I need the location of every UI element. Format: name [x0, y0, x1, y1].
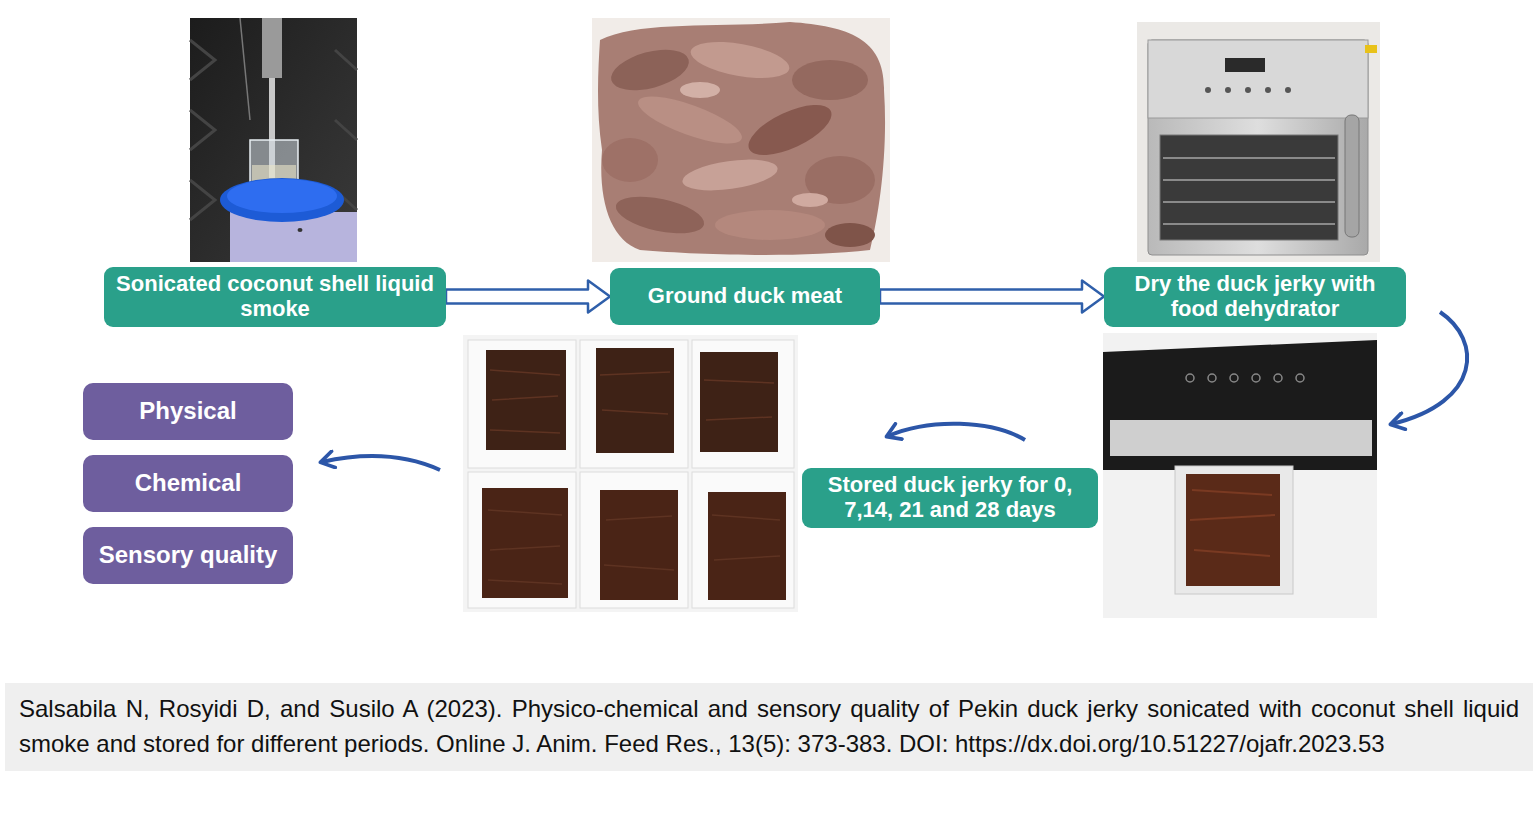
jerky-photo [692, 472, 794, 608]
sonicator-photo [220, 178, 344, 222]
jerky-photo [692, 340, 794, 468]
analysis-box: Chemical [83, 455, 293, 512]
vacuum-sealer-photo [1230, 374, 1238, 382]
sonicator-photo [190, 18, 357, 262]
jerky-photo [482, 488, 568, 598]
vacuum-sealer-photo [1103, 333, 1377, 618]
dehydrator-photo [1285, 87, 1291, 93]
dehydrator-photo [1148, 40, 1368, 255]
dehydrator-photo [1205, 87, 1211, 93]
dehydrator-photo [1137, 22, 1380, 262]
flow-arrow [322, 456, 440, 470]
jerky-photo [708, 492, 786, 600]
vacuum-sealer-photo [1186, 474, 1280, 586]
dehydrator-photo [1137, 22, 1380, 262]
meat-photo [592, 18, 890, 262]
jerky-photo [712, 515, 780, 560]
meat-photo [825, 223, 875, 247]
jerky-photo [468, 340, 794, 608]
jerky-photo [486, 350, 566, 450]
jerky-photo [463, 335, 798, 612]
dehydrator-photo [1148, 40, 1368, 118]
vacuum-sealer-photo [1252, 374, 1260, 382]
meat-photo [602, 138, 658, 182]
jerky-photo [600, 372, 670, 414]
sonicator-photo [240, 18, 250, 120]
jerky-photo [486, 348, 778, 453]
vacuum-sealer-photo [1208, 374, 1216, 382]
vacuum-sealer-photo [1110, 420, 1372, 456]
node-text: Sonicated coconut shell liquid smoke [114, 272, 436, 321]
dehydrator-photo [1225, 87, 1231, 93]
meat-photo [792, 193, 828, 207]
jerky-photo [488, 370, 780, 584]
jerky-photo [463, 335, 798, 612]
sonicator-photo [190, 18, 357, 262]
dehydrator-photo [1163, 179, 1335, 181]
step-label: Stored duck jerky for 0, 7,14, 21 and 28… [802, 468, 1098, 528]
jerky-photo [482, 488, 786, 600]
meat-photo [613, 190, 708, 240]
jerky-photo [700, 352, 778, 452]
vacuum-sealer-photo [1103, 333, 1377, 618]
jerky-photo [604, 516, 674, 570]
node-text: Stored duck jerky for 0, 7,14, 21 and 28… [812, 473, 1088, 522]
meat-photo [688, 36, 792, 85]
step-label: Ground duck meat [610, 268, 880, 325]
dehydrator-photo [1163, 158, 1335, 224]
dehydrator-photo [1245, 87, 1251, 93]
jerky-photo [488, 510, 562, 584]
meat-photo [792, 60, 868, 100]
jerky-photo [490, 370, 560, 433]
meat-photo [598, 22, 885, 255]
dehydrator-photo [1163, 157, 1335, 159]
vacuum-sealer-photo [1175, 466, 1293, 594]
node-text: Dry the duck jerky with food dehydrator [1114, 272, 1396, 321]
vacuum-sealer-photo [1186, 374, 1194, 382]
analysis-box: Physical [83, 383, 293, 440]
vacuum-sealer-photo [1186, 374, 1304, 382]
dehydrator-photo [1163, 223, 1335, 225]
dehydrator-photo [1265, 87, 1271, 93]
dehydrator-photo [1163, 201, 1335, 203]
node-text: Ground duck meat [648, 284, 842, 309]
vacuum-sealer-photo [1103, 340, 1377, 470]
flow-arrow [888, 424, 1025, 440]
meat-photo [680, 82, 720, 98]
meat-photo [633, 87, 747, 153]
sonicator-photo [227, 179, 337, 213]
citation-caption: Salsabila N, Rosyidi D, and Susilo A (20… [19, 692, 1519, 762]
jerky-photo [600, 490, 678, 600]
sonicator-photo [298, 228, 303, 232]
caption-band: Salsabila N, Rosyidi D, and Susilo A (20… [5, 683, 1533, 771]
node-text: Physical [139, 398, 236, 425]
vacuum-sealer-photo [1296, 374, 1304, 382]
flow-arrow [880, 281, 1104, 313]
meat-photo [681, 154, 780, 195]
dehydrator-photo [1365, 45, 1377, 53]
jerky-photo [468, 472, 576, 608]
step-label: Dry the duck jerky with food dehydrator [1104, 267, 1406, 327]
node-text: Chemical [135, 470, 242, 497]
node-text: Sensory quality [99, 542, 278, 569]
flow-arrow [446, 281, 610, 313]
jerky-photo [580, 340, 688, 468]
jerky-photo [704, 380, 774, 420]
meat-photo [715, 210, 825, 240]
meat-photo [742, 95, 839, 166]
analysis-box: Sensory quality [83, 527, 293, 584]
jerky-photo [468, 340, 576, 468]
dehydrator-photo [1225, 58, 1265, 72]
dehydrator-photo [1160, 135, 1338, 240]
flow-arrow [1392, 312, 1467, 424]
jerky-photo [596, 348, 674, 453]
sonicator-photo [262, 18, 282, 78]
dehydrator-photo [1345, 115, 1359, 237]
vacuum-sealer-photo [1190, 490, 1275, 556]
jerky-photo [580, 472, 688, 608]
meat-photo [592, 18, 890, 262]
vacuum-sealer-photo [1274, 374, 1282, 382]
step-label: Sonicated coconut shell liquid smoke [104, 267, 446, 327]
